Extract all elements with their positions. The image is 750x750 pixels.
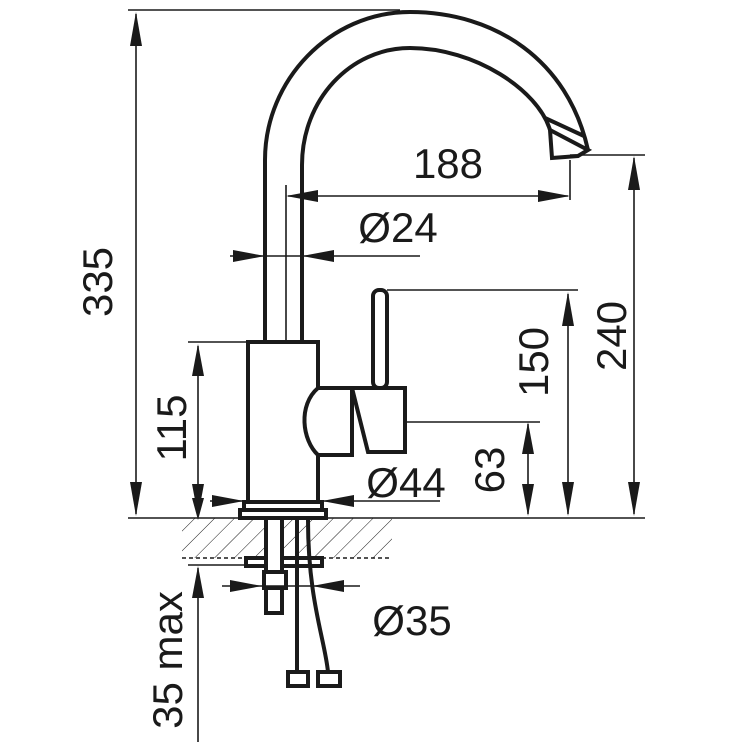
mount-nut-small (262, 570, 288, 590)
dim-handle-height: 150 (510, 292, 574, 516)
spout-outer (263, 9, 590, 342)
label-spout-reach: 188 (413, 140, 483, 187)
dim-max-counter-thickness: 35 max (144, 498, 204, 742)
extension-lines (128, 9, 645, 566)
label-total-height: 335 (74, 247, 121, 317)
lever-handle (371, 288, 389, 390)
dim-spout-diameter: Ø24 (230, 204, 438, 262)
countertop-hatch (182, 518, 392, 558)
cartridge-housing (302, 386, 354, 457)
dim-lever-base-height: 63 (466, 422, 534, 516)
dim-spout-height: 240 (588, 156, 640, 516)
dim-spout-reach: 188 (286, 140, 570, 202)
supply-hose-right (306, 519, 330, 673)
label-handle-height: 150 (510, 327, 557, 397)
label-body-diameter: Ø44 (366, 459, 445, 506)
aerator-ring (544, 116, 585, 138)
dim-total-height: 335 (74, 12, 142, 516)
label-body-height: 115 (148, 395, 195, 462)
hose-fitting-right (316, 670, 342, 688)
dim-body-diameter: Ø44 (210, 459, 446, 507)
aerator (547, 126, 593, 161)
label-lever-base-height: 63 (466, 447, 513, 494)
spout-inner (300, 45, 552, 342)
lever-block (349, 386, 407, 454)
countertop (128, 517, 645, 559)
hose-fitting-left (286, 670, 310, 688)
faucet (238, 9, 593, 688)
mount-stud (264, 516, 284, 615)
label-max-counter-thickness: 35 max (144, 591, 191, 729)
dim-body-height: 115 (148, 344, 204, 516)
label-spout-height: 240 (588, 301, 635, 371)
label-mount-diameter: Ø35 (372, 597, 451, 644)
dim-mount-diameter: Ø35 (222, 580, 452, 644)
label-spout-diameter: Ø24 (358, 204, 437, 251)
